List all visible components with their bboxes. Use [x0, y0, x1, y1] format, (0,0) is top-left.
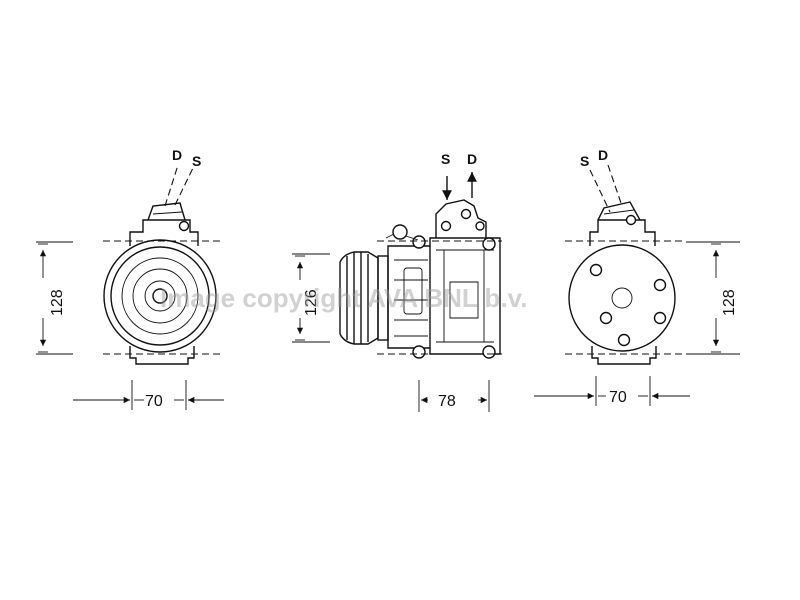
left-port-fitting — [147, 202, 186, 221]
left-port-d-label: D — [172, 147, 182, 163]
right-port-d-label: D — [598, 147, 608, 163]
right-port-fitting — [597, 201, 641, 221]
left-width-dimension: 70 — [145, 393, 163, 410]
watermark-text: Image copyright AVA BNL b.v. — [160, 283, 527, 313]
center-connector — [392, 224, 408, 240]
right-height-dimension: 128 — [721, 289, 738, 316]
left-clutch-plate — [110, 246, 210, 346]
right-bolt-3 — [653, 311, 667, 325]
center-view: S D 126 78 — [292, 151, 502, 412]
right-view: S D 128 70 — [534, 147, 740, 406]
right-bolt-top — [625, 214, 637, 226]
center-bolt-1 — [412, 235, 426, 249]
left-bolt-top — [178, 220, 190, 232]
center-width-dimension: 78 — [438, 393, 456, 410]
left-shaft — [152, 288, 168, 304]
left-foot — [129, 346, 195, 365]
right-bolt-4 — [599, 311, 613, 325]
right-bolt-1 — [589, 263, 603, 277]
right-bolt-2 — [653, 278, 667, 292]
center-port-d-label: D — [467, 151, 477, 167]
right-foot — [591, 346, 657, 365]
center-height-dimension: 126 — [303, 289, 320, 316]
center-bolt-4 — [482, 345, 496, 359]
left-body-disc — [103, 239, 217, 353]
center-pulley-grooves — [339, 252, 369, 344]
right-port-s-label: S — [580, 153, 589, 169]
left-height-dimension: 128 — [49, 289, 66, 316]
right-head-block — [589, 219, 656, 246]
center-port-s-label: S — [441, 151, 450, 167]
right-bolt-5 — [617, 333, 631, 347]
center-manifold — [435, 199, 487, 238]
center-bolt-3 — [412, 345, 426, 359]
center-bolt-2 — [482, 237, 496, 251]
right-width-dimension: 70 — [609, 389, 627, 406]
left-view: D S 128 70 — [36, 147, 224, 410]
right-rear-disc — [568, 244, 676, 352]
left-head-block — [129, 219, 199, 246]
left-port-s-label: S — [192, 153, 201, 169]
